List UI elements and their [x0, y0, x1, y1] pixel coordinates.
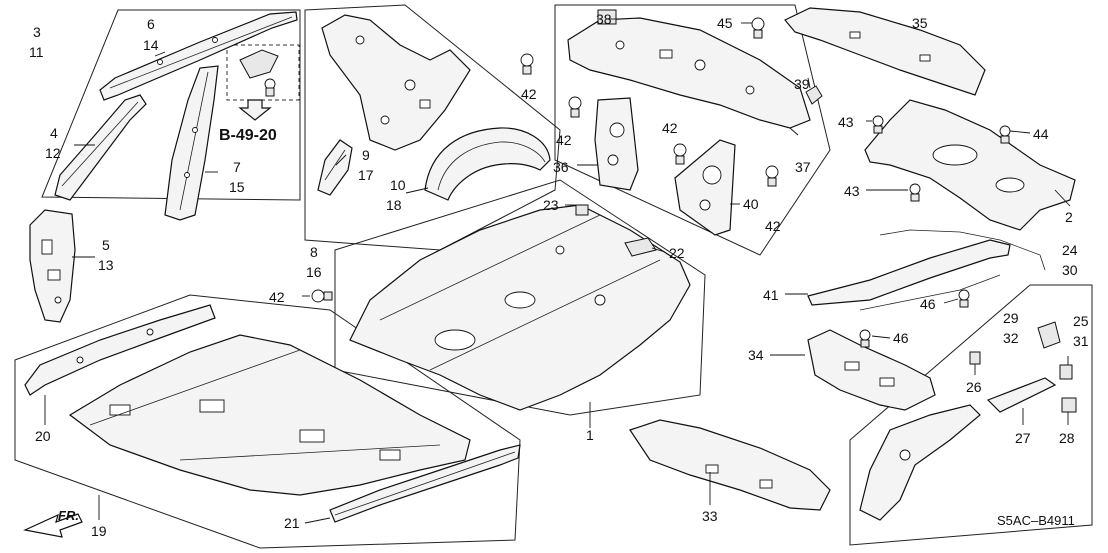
callout-42-b: 42: [556, 132, 572, 148]
callout-46-a: 46: [920, 296, 936, 312]
callout-7: 7: [233, 159, 241, 175]
spare-tire-pan-part: [864, 99, 1076, 231]
callout-26: 26: [966, 379, 982, 395]
diagram-code: S5AC–B4911: [997, 513, 1075, 528]
group-box-rear-wheelhouse: [304, 4, 561, 251]
callout-38: 38: [596, 11, 612, 27]
rear-gusset-part: [674, 139, 736, 236]
reference-arrow-icon: [238, 99, 272, 121]
callout-44: 44: [1033, 126, 1049, 142]
sill-extension-part: [986, 377, 1057, 413]
rear-inner-panel-part: [321, 14, 471, 151]
callout-27: 27: [1015, 430, 1031, 446]
callout-1: 1: [586, 427, 594, 443]
callout-6: 6: [147, 16, 155, 32]
group-box-front-floor: [14, 294, 521, 549]
callout-31: 31: [1073, 333, 1089, 349]
callout-17: 17: [358, 167, 374, 183]
callout-32: 32: [1003, 330, 1019, 346]
floor-cross-rail-part: [329, 444, 521, 523]
front-label: FR.: [58, 508, 79, 523]
rear-cross-bracket-part: [807, 229, 1046, 311]
rear-bulkhead-part: [784, 7, 986, 96]
callout-29: 29: [1003, 310, 1019, 326]
callout-40: 40: [743, 196, 759, 212]
group-box-rear-panel: [554, 4, 831, 256]
callout-36: 36: [553, 159, 569, 175]
callout-2: 2: [1065, 209, 1073, 225]
callout-12: 12: [45, 145, 61, 161]
bolt-icons: [311, 17, 1011, 348]
rear-frame-bracket-part: [807, 329, 936, 411]
rear-frame-part: [629, 419, 831, 511]
callout-11: 11: [29, 44, 44, 60]
callout-43-b: 43: [844, 183, 860, 199]
callout-33: 33: [702, 508, 718, 524]
rear-floor-clip-part: [575, 204, 657, 257]
callout-14: 14: [143, 37, 159, 53]
callout-34: 34: [748, 347, 764, 363]
callout-42-c: 42: [662, 120, 678, 136]
callout-45: 45: [717, 15, 733, 31]
callout-37: 37: [795, 159, 811, 175]
callout-24: 24: [1062, 242, 1078, 258]
callout-3: 3: [33, 24, 41, 40]
rear-floor-part: [349, 204, 691, 411]
callout-numbers: 3 11 6 14 4 12 7 15 5 13 9 17 10 18 8 16…: [29, 11, 1089, 539]
front-direction-icon: [23, 513, 83, 538]
wheelhouse-bracket-part: [317, 139, 353, 196]
callout-46-b: 46: [893, 330, 909, 346]
reference-label: B-49-20: [219, 127, 277, 144]
rear-wheelhouse-part: [424, 127, 551, 201]
front-pillar-lower-part: [29, 209, 76, 323]
callout-18: 18: [386, 197, 402, 213]
callout-42-a: 42: [521, 86, 537, 102]
callout-35: 35: [912, 15, 928, 31]
callout-23: 23: [543, 197, 559, 213]
center-pillar-part: [164, 65, 219, 221]
rear-bracket-part: [805, 85, 823, 105]
bracket-detail: [239, 49, 279, 97]
callout-13: 13: [98, 257, 114, 273]
callout-30: 30: [1062, 262, 1078, 278]
front-pillar-part: [54, 94, 147, 201]
callout-43-a: 43: [838, 114, 854, 130]
group-box-pillars: [41, 9, 301, 201]
callout-25: 25: [1073, 313, 1089, 329]
callout-42-e: 42: [269, 289, 285, 305]
detail-box: [226, 44, 300, 101]
sill-clip-parts: [969, 321, 1077, 413]
callout-41: 41: [763, 287, 779, 303]
rear-plate-part: [594, 97, 639, 191]
callout-9: 9: [362, 147, 370, 163]
callout-42-d: 42: [765, 218, 781, 234]
leader-lines: [44, 18, 1071, 524]
roof-side-rail-part: [99, 11, 298, 101]
callout-20: 20: [35, 428, 51, 444]
group-box-side-sill: [849, 284, 1093, 546]
front-floor-part: [68, 334, 471, 496]
callout-39: 39: [794, 76, 810, 92]
callout-19: 19: [91, 523, 107, 539]
callout-16: 16: [306, 264, 322, 280]
callout-5: 5: [102, 237, 110, 253]
callout-21: 21: [284, 515, 300, 531]
callout-28: 28: [1059, 430, 1075, 446]
callout-8: 8: [310, 244, 318, 260]
callout-15: 15: [229, 179, 245, 195]
callout-4: 4: [50, 125, 58, 141]
front-side-sill-part: [24, 304, 216, 396]
callout-22: 22: [669, 245, 685, 261]
side-sill-rear-part: [859, 404, 981, 521]
callout-10: 10: [390, 177, 406, 193]
